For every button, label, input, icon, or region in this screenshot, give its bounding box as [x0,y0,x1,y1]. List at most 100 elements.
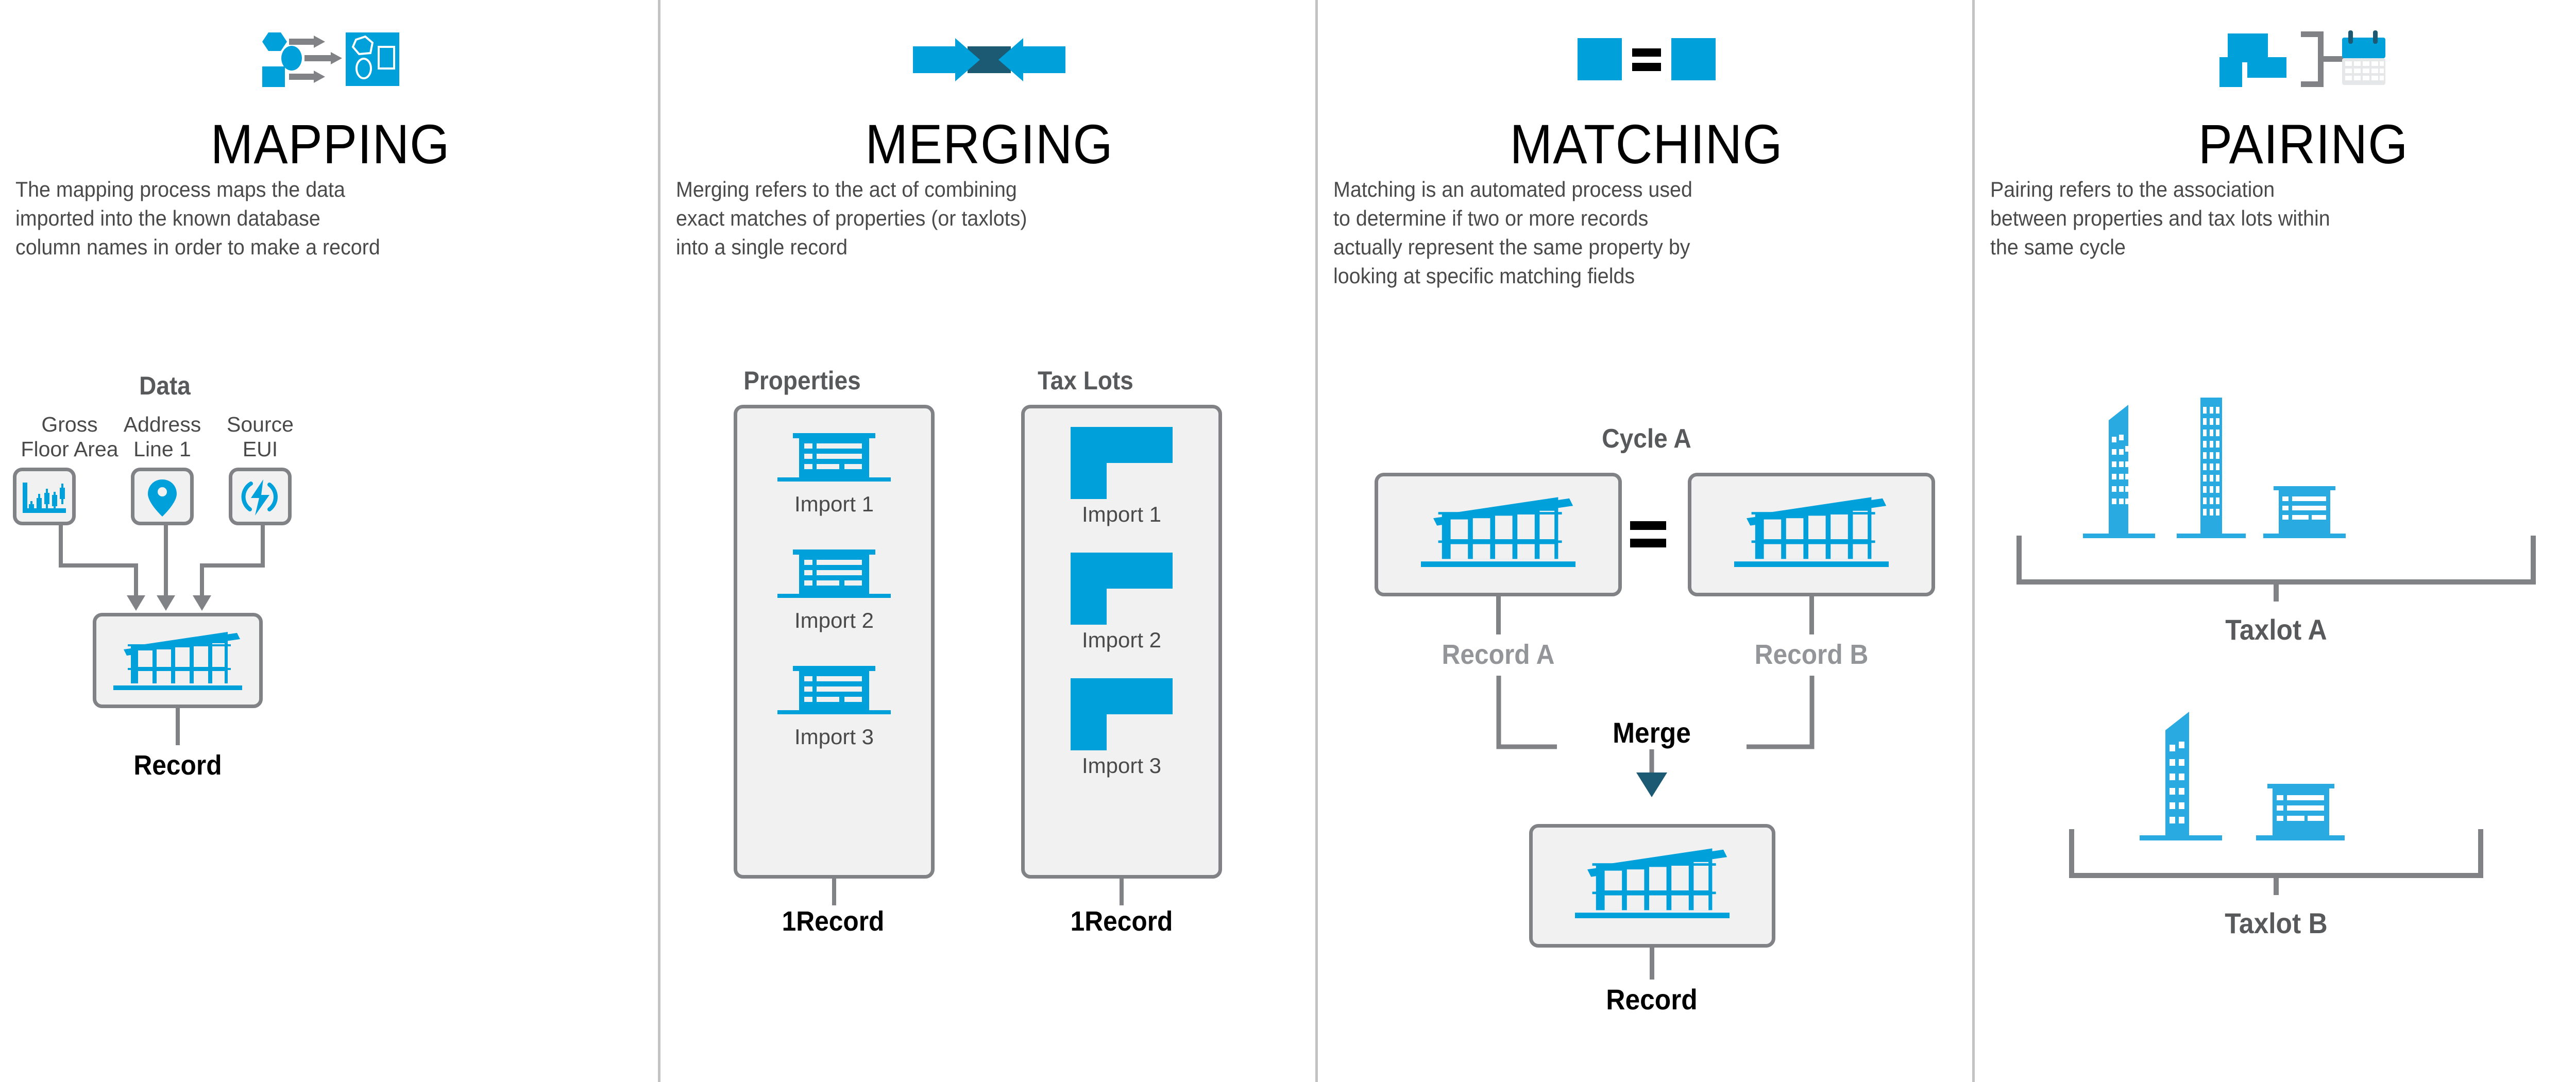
pairing-diagram: Taxlot A [1975,386,2576,1082]
source-label-gross-floor-area: Gross Floor Area [21,413,118,461]
import-label: Import 2 [1081,628,1162,652]
low-office-icon [2274,486,2335,534]
record-connector-line [176,708,180,745]
import-label: Import 3 [794,725,874,749]
taxlot-parcel-icon [1071,553,1173,625]
import-label: Import 3 [1081,753,1162,778]
panel-divider [658,0,660,1082]
taxlot-a-buildings [2083,398,2346,538]
panel-title-mapping: MAPPING [210,113,450,175]
mapping-header-icon-row [0,0,660,118]
panel-mapping: MAPPING The mapping process maps the dat… [0,0,660,1082]
panel-merging: MERGING Merging refers to the act of com… [660,0,1318,1082]
desc-line: Matching is an automated process used [1333,177,1692,201]
panel-title-pairing: PAIRING [2198,113,2409,175]
desc-line: looking at specific matching fields [1333,264,1635,288]
desc-line: actually represent the same property by [1333,235,1690,259]
record-output-label: Record [133,750,222,781]
record-a-label: Record A [1442,639,1555,670]
map-pin-icon [148,479,177,517]
panel-description-pairing: Pairing refers to the association betwee… [1990,175,2576,262]
properties-result-label: 1Record [782,906,885,937]
import-label: Import 2 [794,608,874,632]
properties-result-connector [832,879,836,905]
taxlot-a-label: Taxlot A [2225,613,2327,646]
desc-line: imported into the known database [15,206,320,230]
merging-diagram: Properties Import 1 [660,360,1318,1082]
desc-line: The mapping process maps the data [15,177,345,201]
building-record-icon [1734,497,1889,567]
desc-line: to determine if two or more records [1333,206,1649,230]
import-label: Import 1 [1081,502,1162,526]
low-office-icon [2267,784,2334,835]
office-building-icon [777,433,891,482]
record-output-label: Record [1606,983,1698,1016]
desc-line: Merging refers to the act of combining [676,177,1017,201]
desc-line: exact matches of properties (or taxlots) [676,206,1027,230]
record-card-a[interactable] [1375,473,1622,596]
desc-line: column names in order to make a record [15,235,380,259]
energy-bolt-icon [241,479,278,516]
panel-divider [1315,0,1318,1082]
angled-tower-icon [2109,405,2129,534]
panel-pairing: PAIRING Pairing refers to the associatio… [1975,0,2576,1082]
taxlot-b-bracket [2069,829,2483,895]
record-card-output[interactable] [93,613,263,708]
source-label-address-line-1: Address Line 1 [123,413,201,461]
taxlots-result-connector [1120,879,1124,905]
mapping-diagram: Data Gross Floor Area Address [0,371,660,1082]
taxlots-stack-card[interactable]: Import 1 Import 2 Import 3 [1021,405,1222,879]
merging-header-icon-row [660,0,1318,118]
column-heading-properties: Properties [743,366,861,395]
desc-line: between properties and tax lots within [1990,206,2330,230]
office-building-icon [777,549,891,598]
panel-description-merging: Merging refers to the act of combining e… [676,175,1283,262]
taxlot-parcel-icon [1071,678,1173,750]
mapping-connectors [59,525,265,611]
two-arrows-converging-icon [913,38,1065,81]
desc-line: the same cycle [1990,235,2126,259]
building-record-icon [1421,497,1575,567]
record-card-output[interactable] [1529,824,1775,948]
matching-header-icon-row [1318,0,1975,118]
cycle-label-a: Cycle A [1602,424,1691,454]
office-building-icon [777,666,891,714]
pairing-header-icon-row [1975,0,2576,118]
record-b-label: Record B [1754,639,1869,670]
bar-chart-icon [23,483,66,513]
record-card-b[interactable] [1688,473,1935,596]
record-b-connector [1809,596,1814,634]
taxlot-b-label: Taxlot B [2225,907,2328,939]
building-record-icon [113,632,242,690]
taxlot-parcel-icon [1071,427,1173,499]
column-heading-tax-lots: Tax Lots [1038,366,1133,395]
shapes-to-database-icon [262,32,399,87]
equals-squares-icon [1577,38,1716,80]
source-card-address-line-1[interactable] [131,468,194,525]
panel-divider [1972,0,1975,1082]
equals-sign-icon [1630,521,1666,547]
panel-description-matching: Matching is an automated process used to… [1333,175,1940,290]
panel-title-matching: MATCHING [1510,113,1783,175]
panel-description-mapping: The mapping process maps the data import… [15,175,622,262]
taxlot-a-bracket [2016,536,2536,602]
tall-tower-icon [2200,398,2222,534]
import-label: Import 1 [794,492,874,516]
merge-operation-label: Merge [1557,716,1747,749]
panel-matching: MATCHING Matching is an automated proces… [1318,0,1975,1082]
record-a-connector [1496,596,1501,634]
blocks-calendar-icon [2219,30,2385,87]
source-label-source-eui: Source EUI [227,413,294,461]
desc-line: into a single record [676,235,848,259]
taxlot-b-buildings [2140,712,2345,840]
source-card-gross-floor-area[interactable] [13,468,76,525]
record-output-connector [1650,948,1654,980]
taxlots-result-label: 1Record [1070,906,1173,937]
panel-title-merging: MERGING [865,113,1113,175]
properties-stack-card[interactable]: Import 1 Import 2 [734,405,935,879]
source-card-source-eui[interactable] [229,468,292,525]
building-record-icon [1575,848,1730,918]
matching-diagram: Cycle A [1318,386,1975,1082]
data-group-label: Data [139,371,191,400]
